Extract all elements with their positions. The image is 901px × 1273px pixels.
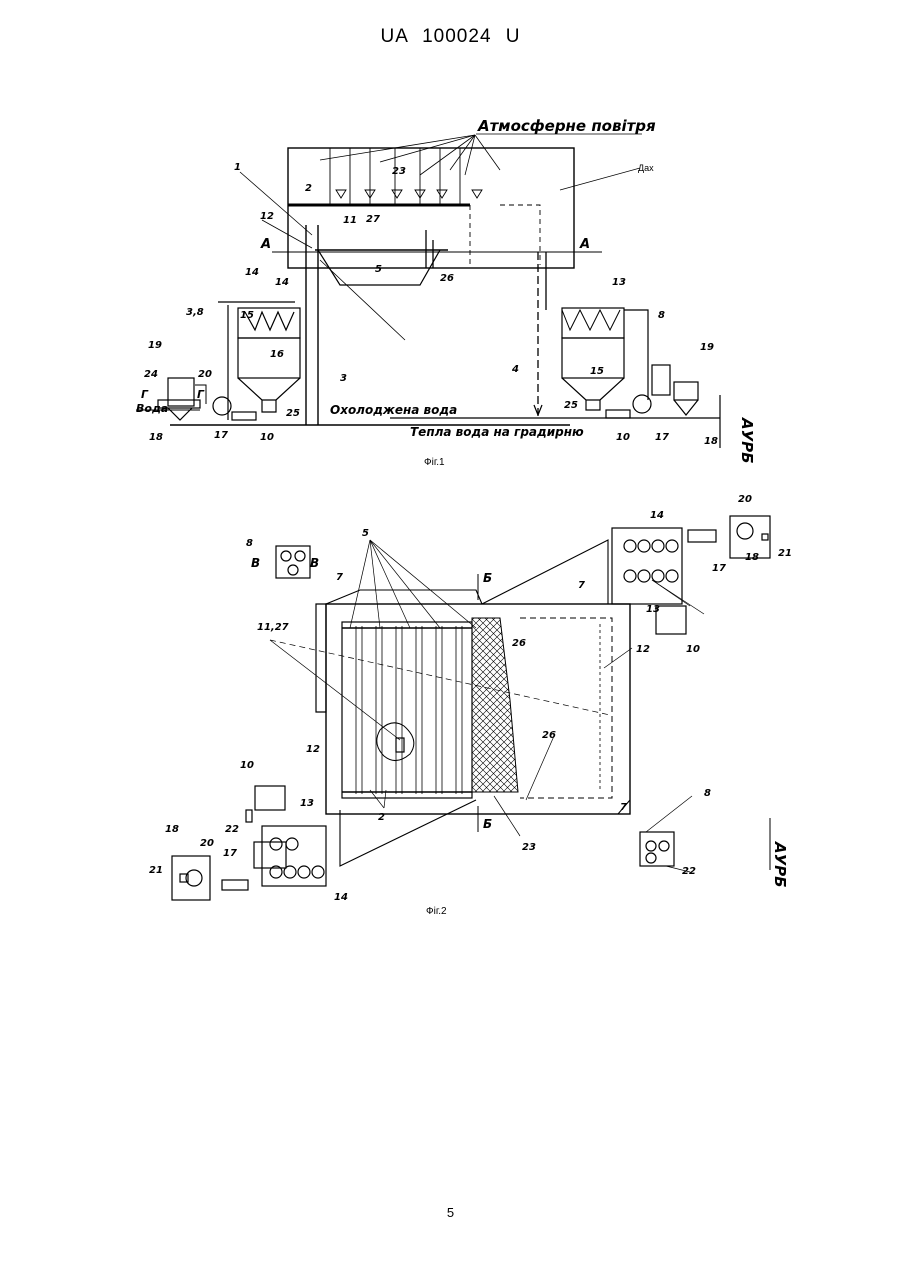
callout: 5 xyxy=(375,264,382,275)
callout: 2 xyxy=(378,812,385,823)
callout: 7 xyxy=(336,572,343,583)
section-v-left: В xyxy=(251,556,260,570)
callout: 3,8 xyxy=(186,307,204,318)
water-label: Вода xyxy=(136,402,168,415)
callout: 7 xyxy=(578,580,585,591)
callout: 2 xyxy=(305,183,312,194)
callout: 11,27 xyxy=(257,622,289,633)
callout: 1 xyxy=(234,162,241,173)
callout: 19 xyxy=(700,342,714,353)
stamp-fig1: АУРБ xyxy=(738,417,756,464)
callout: 17 xyxy=(655,432,669,443)
callout: 20 xyxy=(200,838,214,849)
callout: 3 xyxy=(340,373,347,384)
callout: 13 xyxy=(612,277,626,288)
callout: 26 xyxy=(512,638,526,649)
callout: 22 xyxy=(682,866,696,877)
callout: 26 xyxy=(542,730,556,741)
callout: 23 xyxy=(392,166,406,177)
callout: 17 xyxy=(214,430,228,441)
callout: 4 xyxy=(511,364,519,375)
callout: 13 xyxy=(300,798,314,809)
callout: 10 xyxy=(240,760,254,771)
callout: 16 xyxy=(270,349,284,360)
callout: 10 xyxy=(260,432,274,443)
callout: 8 xyxy=(704,788,711,799)
callout: 18 xyxy=(165,824,179,835)
section-b-top: Б xyxy=(483,571,492,585)
callout: 24 xyxy=(144,369,158,380)
callout: 8 xyxy=(658,310,665,321)
section-b-bottom: Б xyxy=(483,817,492,831)
callout: 10 xyxy=(686,644,700,655)
callout: 26 xyxy=(440,273,454,284)
callout: 5 xyxy=(362,528,369,539)
roof-label: Дах xyxy=(638,163,654,173)
callout: 14 xyxy=(275,277,289,288)
figure-1: Атмосферне повітря Дах Охолоджена вода Т… xyxy=(136,117,756,464)
callout: 18 xyxy=(745,552,759,563)
callout: 17 xyxy=(223,848,237,859)
callout: 21 xyxy=(778,548,792,559)
callout: 18 xyxy=(149,432,163,443)
callout: 13 xyxy=(646,604,660,615)
stamp-fig2: АУРБ xyxy=(771,841,789,888)
callout: 15 xyxy=(590,366,604,377)
warm-water-label: Тепла вода на градирню xyxy=(410,425,584,439)
callout: 12 xyxy=(260,211,274,222)
section-v-right: В xyxy=(310,556,319,570)
section-a-left: А xyxy=(260,237,271,252)
callout: 22 xyxy=(225,824,239,835)
callout: 21 xyxy=(149,865,163,876)
callout: 12 xyxy=(636,644,650,655)
callout: 18 xyxy=(704,436,718,447)
callout: 11 xyxy=(343,215,357,226)
section-g-left: Г xyxy=(141,388,149,401)
callout: 14 xyxy=(334,892,348,903)
cooled-water-label: Охолоджена вода xyxy=(330,403,457,417)
callout: 14 xyxy=(245,267,259,278)
section-g-right: Г xyxy=(197,388,205,401)
figure-1-caption: Фіг.1 xyxy=(424,457,445,468)
section-a-right: А xyxy=(579,237,590,252)
callout: 25 xyxy=(286,408,300,419)
figure-2: Б Б В В АУРБ 5 8 7 11,27 12 10 13 22 18 … xyxy=(149,494,792,903)
callout: 23 xyxy=(522,842,536,853)
figure-2-caption: Фіг.2 xyxy=(426,906,447,917)
callout: 17 xyxy=(712,563,726,574)
callout: 20 xyxy=(198,369,212,380)
callout: 27 xyxy=(366,214,380,225)
callout: 12 xyxy=(306,744,320,755)
callout: 19 xyxy=(148,340,162,351)
callout: 15 xyxy=(240,310,254,321)
callout: 7 xyxy=(620,802,627,813)
callout: 14 xyxy=(650,510,664,521)
callout: 20 xyxy=(738,494,752,505)
callout: 25 xyxy=(564,400,578,411)
atmospheric-air-label: Атмосферне повітря xyxy=(477,117,656,135)
callout: 10 xyxy=(616,432,630,443)
callout: 8 xyxy=(246,538,253,549)
page-number: 5 xyxy=(0,1205,901,1220)
